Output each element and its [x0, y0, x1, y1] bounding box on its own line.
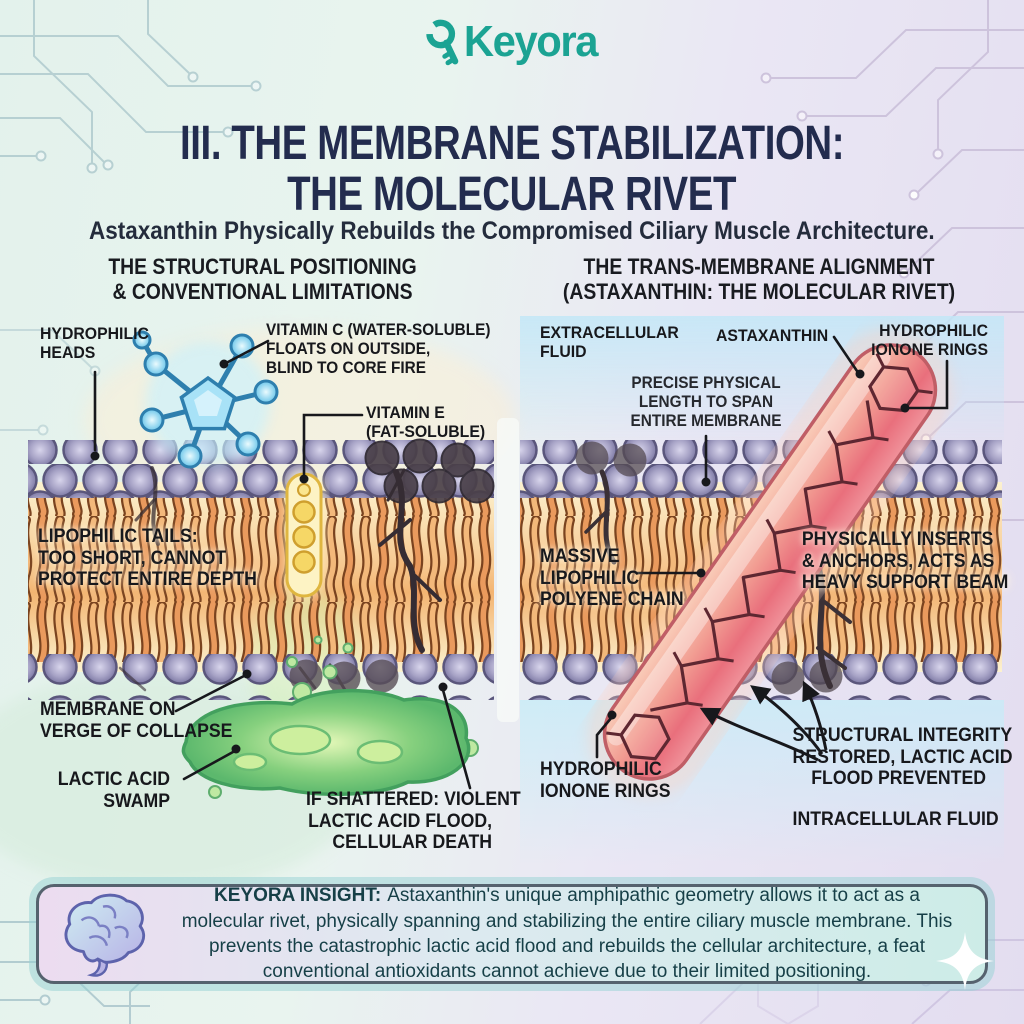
label-line: RESTORED, LACTIC ACID	[792, 746, 1013, 768]
label-rest: ACTS AS	[913, 550, 995, 572]
insight-body: Astaxanthin's unique amphipathic geometr…	[181, 885, 953, 983]
label-astaxanthin: ASTAXANTHIN	[716, 326, 828, 345]
label-line: CELLULAR DEATH	[332, 832, 492, 854]
label-line: FLUID	[540, 342, 587, 362]
label-if-shattered: IF SHATTERED: VIOLENT LACTIC ACID FLOOD,…	[306, 789, 521, 854]
left-heading-line-1: THE STRUCTURAL POSITIONING	[108, 254, 417, 279]
lactic-acid-swamp	[181, 688, 471, 796]
label-line: HYDROPHILIC	[879, 321, 988, 340]
label-intracellular-fluid: INTRACELLULAR FLUID	[792, 809, 999, 831]
label-line: LIPOPHILIC TAILS:	[38, 526, 198, 547]
title-line-2: THE MOLECULAR RIVET	[287, 168, 737, 222]
label-extracellular-fluid: EXTRACELLULAR FLUID	[540, 323, 679, 362]
label-line: STRUCTURAL INTEGRITY	[792, 725, 1013, 746]
label-line: HEAVY SUPPORT BEAM	[801, 572, 1009, 594]
label-line: LENGTH TO SPAN	[638, 392, 774, 411]
label-polyene-chain: MASSIVE LIPOPHILIC POLYENE CHAIN	[540, 546, 684, 611]
label-line: MEMBRANE ON	[40, 699, 176, 720]
label-line: IONONE RINGS	[540, 780, 671, 802]
label-line: IF SHATTERED: VIOLENT	[306, 789, 521, 810]
membrane-damage-left	[118, 438, 495, 695]
label-hydrophilic-heads: HYDROPHILIC HEADS	[40, 324, 149, 363]
label-line: HYDROPHILIC	[40, 324, 149, 343]
label-structural-integrity: STRUCTURAL INTEGRITY RESTORED, LACTIC AC…	[792, 725, 1013, 790]
label-line: & ANCHORS, ACTS AS	[801, 550, 994, 573]
label-line: LACTIC ACID	[57, 769, 170, 790]
right-heading-line-2: (ASTAXANTHIN: THE MOLECULAR RIVET)	[562, 279, 956, 304]
insight-text: KEYORA INSIGHT:Astaxanthin's unique amph…	[167, 883, 985, 984]
right-heading-line-1: THE TRANS-MEMBRANE ALIGNMENT	[583, 254, 935, 279]
label-line: LIPOPHILIC	[540, 567, 640, 589]
label-vitamin-e: VITAMIN E (FAT-SOLUBLE)	[366, 403, 485, 442]
label-line: PHYSICALLY INSERTS	[801, 529, 994, 550]
label-line: MASSIVE	[540, 546, 620, 567]
label-line: VERGE OF COLLAPSE	[40, 720, 233, 742]
label-line: PRECISE PHYSICAL	[631, 374, 781, 392]
sparkle-icon	[936, 932, 994, 995]
brand-name: Keyora	[463, 17, 599, 66]
label-line: VITAMIN C (WATER-SOLUBLE)	[266, 321, 490, 340]
label-membrane-collapse: MEMBRANE ON VERGE OF COLLAPSE	[40, 699, 232, 742]
label-line: ENTIRE MEMBRANE	[630, 411, 782, 430]
membrane-damage-right	[575, 441, 852, 695]
label-line: INTRACELLULAR FLUID	[792, 809, 999, 830]
right-panel-heading: THE TRANS-MEMBRANE ALIGNMENT (ASTAXANTHI…	[520, 254, 998, 304]
page-title: III. THE MEMBRANE STABILIZATION: THE MOL…	[0, 118, 1024, 220]
label-line: HEADS	[40, 343, 96, 363]
label-lipophilic-tails: LIPOPHILIC TAILS: TOO SHORT, CANNOT PROT…	[38, 526, 257, 591]
label-lactic-acid-swamp: LACTIC ACID SWAMP	[49, 769, 170, 812]
label-hydrophilic-ionone-rings-top: HYDROPHILIC IONONE RINGS	[865, 321, 988, 360]
vitamin-c-molecule	[132, 330, 279, 469]
keyora-insight-box: KEYORA INSIGHT:Astaxanthin's unique amph…	[36, 884, 988, 984]
label-vitamin-c: VITAMIN C (WATER-SOLUBLE) FLOATS ON OUTS…	[266, 321, 490, 377]
label-line: TOO SHORT, CANNOT	[38, 547, 227, 569]
label-hydrophilic-ionone-rings-bottom: HYDROPHILIC IONONE RINGS	[540, 759, 671, 802]
leader-lines	[90, 335, 949, 790]
label-line: PROTECT ENTIRE DEPTH	[38, 569, 257, 591]
label-line: BLIND TO CORE FIRE	[266, 358, 427, 377]
circuit-decoration-top-left	[0, 0, 262, 436]
left-heading-line-2: & CONVENTIONAL LIMITATIONS	[112, 279, 413, 304]
panel-divider	[497, 418, 519, 722]
keyora-logo: Keyora	[420, 14, 604, 70]
circuit-decoration-top-right	[760, 0, 1024, 526]
label-line: IONONE RINGS	[871, 340, 988, 360]
label-line: VITAMIN E	[366, 403, 445, 422]
page-subtitle: Astaxanthin Physically Rebuilds the Comp…	[0, 217, 1024, 246]
label-line: (FAT-SOLUBLE)	[366, 422, 486, 442]
label-rest: (WATER-SOLUBLE)	[343, 321, 491, 339]
left-panel-heading: THE STRUCTURAL POSITIONING & CONVENTIONA…	[30, 254, 495, 304]
membrane-left	[28, 330, 495, 799]
astaxanthin-capsule	[589, 329, 951, 795]
label-strong: VITAMIN C	[266, 321, 344, 339]
membrane-right	[520, 329, 1002, 795]
label-line: ASTAXANTHIN	[716, 326, 829, 345]
vitamin-e-capsule	[283, 470, 325, 600]
label-line: POLYENE CHAIN	[540, 589, 684, 611]
label-precise-length: PRECISE PHYSICAL LENGTH TO SPAN ENTIRE M…	[622, 374, 789, 430]
subtitle-text: Astaxanthin Physically Rebuilds the Comp…	[89, 217, 935, 245]
label-line: LACTIC ACID FLOOD,	[308, 810, 492, 832]
label-inserts-anchors: PHYSICALLY INSERTS & ANCHORS, ACTS AS HE…	[801, 529, 1009, 594]
brain-icon	[64, 893, 145, 977]
label-line: HYDROPHILIC	[540, 759, 662, 780]
restored-arrows	[699, 680, 828, 762]
brain-icon-wrap	[39, 891, 167, 977]
key-icon	[426, 19, 459, 66]
label-line: SWAMP	[103, 790, 170, 812]
label-strong: & ANCHORS,	[801, 550, 914, 572]
insight-label: KEYORA INSIGHT:	[214, 885, 382, 907]
label-line: FLOATS ON OUTSIDE,	[266, 339, 431, 358]
label-line: EXTRACELLULAR	[540, 323, 679, 342]
title-line-1: III. THE MEMBRANE STABILIZATION:	[179, 117, 845, 171]
label-line: FLOOD PREVENTED	[811, 768, 986, 790]
